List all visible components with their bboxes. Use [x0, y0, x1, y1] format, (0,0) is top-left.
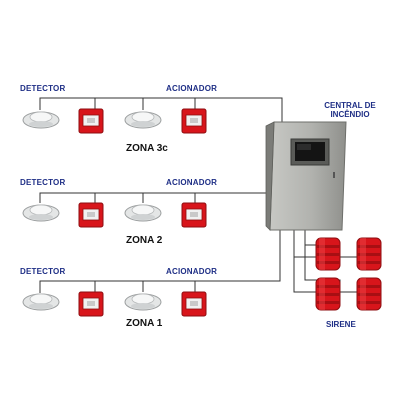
zone-2-bus — [39, 192, 270, 203]
zone-2-label: ZONA 2 — [126, 235, 163, 246]
manual-call-point-icon — [181, 291, 207, 317]
siren-icon — [356, 277, 382, 311]
fire-alarm-panel-icon — [265, 121, 347, 231]
sirene-label: SIRENE — [326, 320, 356, 329]
central-label-line2: INCÊNDIO — [330, 110, 370, 119]
acionador-label-zone-3c: ACIONADOR — [166, 84, 218, 93]
zone-3c-bus — [39, 97, 283, 123]
smoke-detector-icon — [22, 111, 60, 129]
smoke-detector-icon — [22, 293, 60, 311]
detector-label-zone-2: DETECTOR — [20, 178, 66, 187]
zone-1-label: ZONA 1 — [126, 318, 163, 329]
siren-wire-c — [293, 257, 318, 293]
acionador-label-zone-1: ACIONADOR — [166, 267, 218, 276]
siren-icon — [356, 237, 382, 271]
manual-call-point-icon — [78, 202, 104, 228]
manual-call-point-icon — [78, 291, 104, 317]
detector-label-zone-1: DETECTOR — [20, 267, 66, 276]
central-label-line1: CENTRAL DE — [324, 101, 376, 110]
smoke-detector-icon — [124, 204, 162, 222]
smoke-detector-icon — [124, 293, 162, 311]
detector-label-zone-3c: DETECTOR — [20, 84, 66, 93]
acionador-label-zone-2: ACIONADOR — [166, 178, 218, 187]
manual-call-point-icon — [181, 108, 207, 134]
smoke-detector-icon — [124, 111, 162, 129]
central-label: CENTRAL DE INCÊNDIO — [318, 101, 382, 119]
zone-1-bus — [39, 228, 281, 293]
zone-3c-label: ZONA 3c — [126, 143, 168, 154]
siren-icon — [315, 237, 341, 271]
manual-call-point-icon — [78, 108, 104, 134]
siren-wire-d — [304, 245, 358, 293]
manual-call-point-icon — [181, 202, 207, 228]
siren-icon — [315, 277, 341, 311]
smoke-detector-icon — [22, 204, 60, 222]
